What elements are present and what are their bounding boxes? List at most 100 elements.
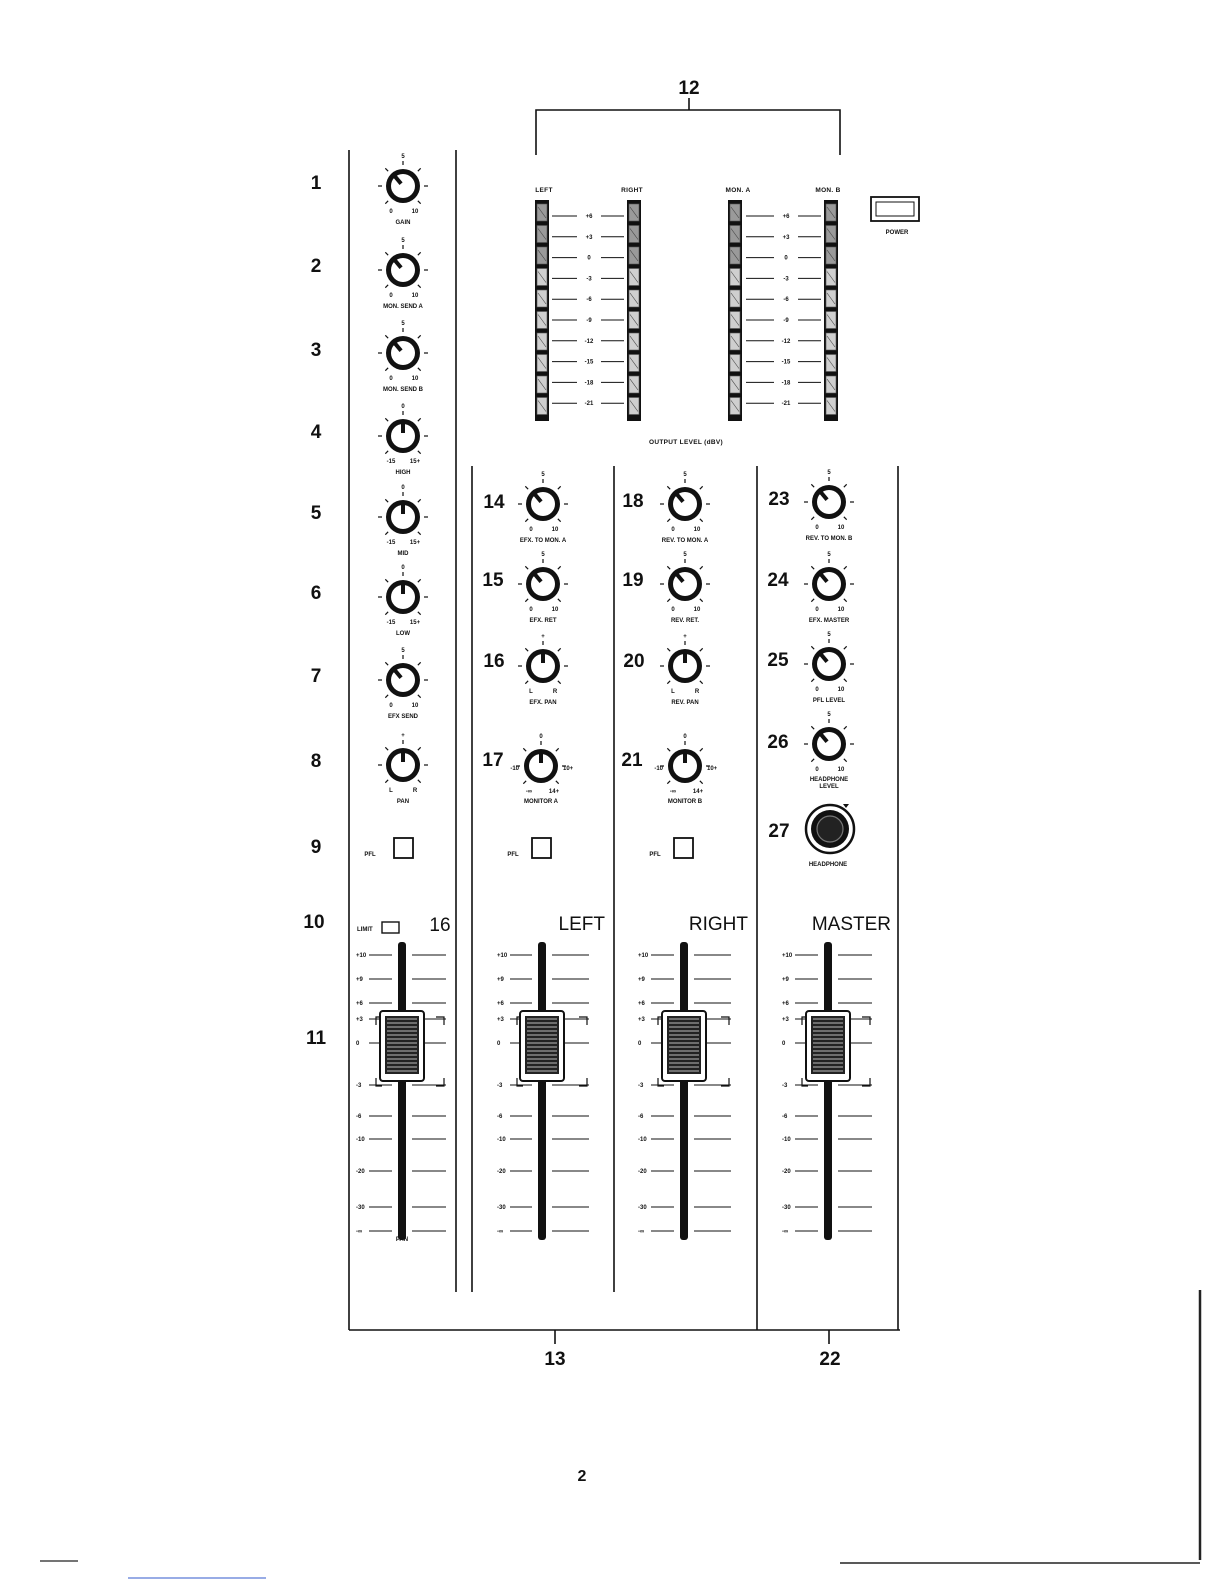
knob-tick bbox=[810, 678, 815, 683]
limit-indicator bbox=[381, 921, 400, 934]
knob-tick bbox=[810, 725, 815, 730]
knob-left-mark: 0 bbox=[529, 607, 533, 613]
callout-13: 13 bbox=[544, 1349, 565, 1370]
strip-callouts: 14 15 16 17 18 19 20 21 23 24 25 26 27 bbox=[482, 489, 789, 842]
fader-scale-label: -6 bbox=[638, 1114, 644, 1120]
knob-right-mark: R bbox=[553, 689, 558, 695]
knob-tick bbox=[843, 598, 848, 603]
fader-scale-label: +9 bbox=[497, 977, 505, 983]
callout-12-bracket bbox=[535, 98, 841, 155]
meter-led-hatch bbox=[826, 335, 836, 348]
knob-tick bbox=[557, 647, 562, 652]
knob-tick bbox=[417, 694, 422, 699]
knob-bottom-right-mark: 14+ bbox=[693, 789, 704, 795]
knob-label: REV. TO MON. B bbox=[806, 536, 853, 542]
fader-scale-label: -20 bbox=[638, 1169, 647, 1175]
knob-label: HEADPHONE bbox=[810, 777, 848, 783]
meter-led-hatch bbox=[730, 314, 740, 326]
knob-tick bbox=[417, 611, 422, 616]
callout-18: 18 bbox=[622, 491, 643, 512]
knob-tick bbox=[810, 516, 815, 521]
knob-label: MONITOR A bbox=[524, 799, 559, 805]
callout-19: 19 bbox=[622, 570, 643, 591]
pfl-button-left[interactable] bbox=[531, 837, 552, 859]
knob-right-mark: 10 bbox=[552, 527, 559, 533]
knob-top-mark: 5 bbox=[683, 472, 687, 478]
knob-tick bbox=[557, 598, 562, 603]
knob-label: REV. TO MON. A bbox=[662, 538, 709, 544]
meter-led-hatch bbox=[629, 378, 639, 391]
knob-tick bbox=[417, 334, 422, 339]
knob-pointer bbox=[391, 339, 403, 352]
callout-16: 16 bbox=[483, 651, 504, 672]
knob-pointer bbox=[531, 490, 543, 503]
meter-led-hatch bbox=[826, 206, 836, 219]
knob-left-mark: 0 bbox=[815, 607, 819, 613]
knob-tick bbox=[810, 758, 815, 763]
master-fader[interactable]: +10+9+6+30-3-6-10-20-30-∞ bbox=[782, 942, 872, 1240]
meter-led-hatch bbox=[629, 292, 639, 305]
knob-top-mark: 5 bbox=[683, 552, 687, 558]
knob-tick bbox=[843, 725, 848, 730]
meter-scale-label: +6 bbox=[586, 214, 594, 220]
pfl-button-right[interactable] bbox=[673, 837, 694, 859]
fader-cap-grip bbox=[525, 1016, 559, 1074]
knob-left-mark: 0 bbox=[529, 527, 533, 533]
fader-title-master: MASTER bbox=[812, 914, 891, 935]
pfl-button-input[interactable] bbox=[393, 837, 414, 859]
knob-right-mark: 10 bbox=[412, 376, 419, 382]
knob-right-mark: 10+ bbox=[707, 766, 718, 772]
knob-tick bbox=[384, 417, 389, 422]
meter-label-mon-b: MON. B bbox=[815, 187, 840, 194]
knob-tick bbox=[843, 678, 848, 683]
input-fader[interactable]: +10+9+6+30-3-6-10-20-30-∞PAN bbox=[356, 942, 446, 1243]
fader-bottom-label: PAN bbox=[396, 1237, 408, 1243]
headphone-jack[interactable] bbox=[804, 803, 856, 855]
fader-scale-label: -20 bbox=[782, 1169, 791, 1175]
knob-pointer bbox=[817, 650, 829, 663]
meter-led-hatch bbox=[730, 335, 740, 348]
knob-label: EFX. MASTER bbox=[809, 618, 850, 624]
knob-left-mark: L bbox=[671, 689, 675, 695]
knob-right-mark: 15+ bbox=[410, 620, 421, 626]
meter-led-hatch bbox=[629, 400, 639, 412]
output-level-meters: LEFT RIGHT MON. A MON. B +6+30-3-6-9-12-… bbox=[535, 187, 840, 446]
knob-tick bbox=[384, 284, 389, 289]
fader-scale-label: +10 bbox=[638, 953, 649, 959]
power-switch[interactable] bbox=[870, 196, 920, 222]
meter-led-hatch bbox=[537, 400, 547, 412]
right-fader[interactable]: +10+9+6+30-3-6-10-20-30-∞ bbox=[638, 942, 731, 1240]
knob-left-mark: 0 bbox=[815, 767, 819, 773]
meter-led-hatch bbox=[826, 378, 836, 391]
knob-tick bbox=[417, 251, 422, 256]
knob-tick bbox=[384, 578, 389, 583]
left-fader[interactable]: +10+9+6+30-3-6-10-20-30-∞ bbox=[497, 942, 589, 1240]
meter-label-left: LEFT bbox=[535, 187, 552, 194]
knob-label-line-2: LEVEL bbox=[819, 784, 839, 790]
meter-scale-label: +3 bbox=[586, 235, 594, 241]
meter-led-hatch bbox=[730, 271, 740, 283]
callout-8: 8 bbox=[311, 751, 322, 772]
knob-tick bbox=[384, 200, 389, 205]
